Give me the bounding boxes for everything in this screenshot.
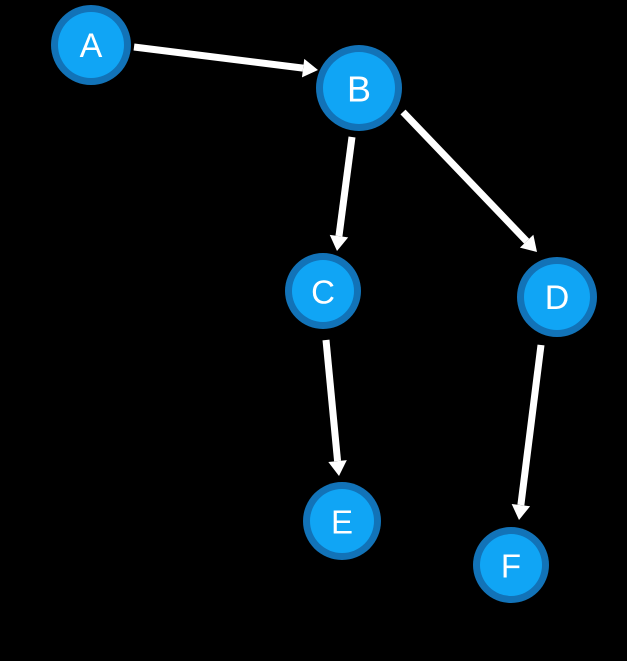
graph-node-c[interactable]: C xyxy=(285,253,361,329)
edge-b-to-d[interactable] xyxy=(400,109,537,252)
arrowhead-icon xyxy=(511,503,531,520)
edge-a-to-b[interactable] xyxy=(133,43,318,78)
graph-node-b[interactable]: B xyxy=(316,45,402,131)
graph-node-a[interactable]: A xyxy=(51,5,131,85)
edge-d-to-f[interactable] xyxy=(511,344,545,520)
node-body xyxy=(524,264,590,330)
arrowhead-icon xyxy=(519,234,537,252)
edge-shaft xyxy=(517,344,545,506)
edge-shaft xyxy=(322,339,342,462)
edge-b-to-c[interactable] xyxy=(329,136,356,251)
arrowhead-icon xyxy=(301,58,318,78)
graph-node-d[interactable]: D xyxy=(517,257,597,337)
edge-c-to-e[interactable] xyxy=(322,339,347,476)
edge-shaft xyxy=(133,43,304,72)
arrowhead-icon xyxy=(329,234,349,251)
edge-shaft xyxy=(400,109,530,244)
node-body xyxy=(480,534,542,596)
nodes-layer: A B C D E F xyxy=(51,5,597,603)
edges-layer xyxy=(133,43,545,520)
arrowhead-icon xyxy=(328,460,347,476)
graph-node-f[interactable]: F xyxy=(473,527,549,603)
node-body xyxy=(58,12,124,78)
node-body xyxy=(310,489,374,553)
node-body xyxy=(292,260,354,322)
graph-node-e[interactable]: E xyxy=(303,482,381,560)
node-body xyxy=(323,52,395,124)
edge-shaft xyxy=(335,136,356,237)
